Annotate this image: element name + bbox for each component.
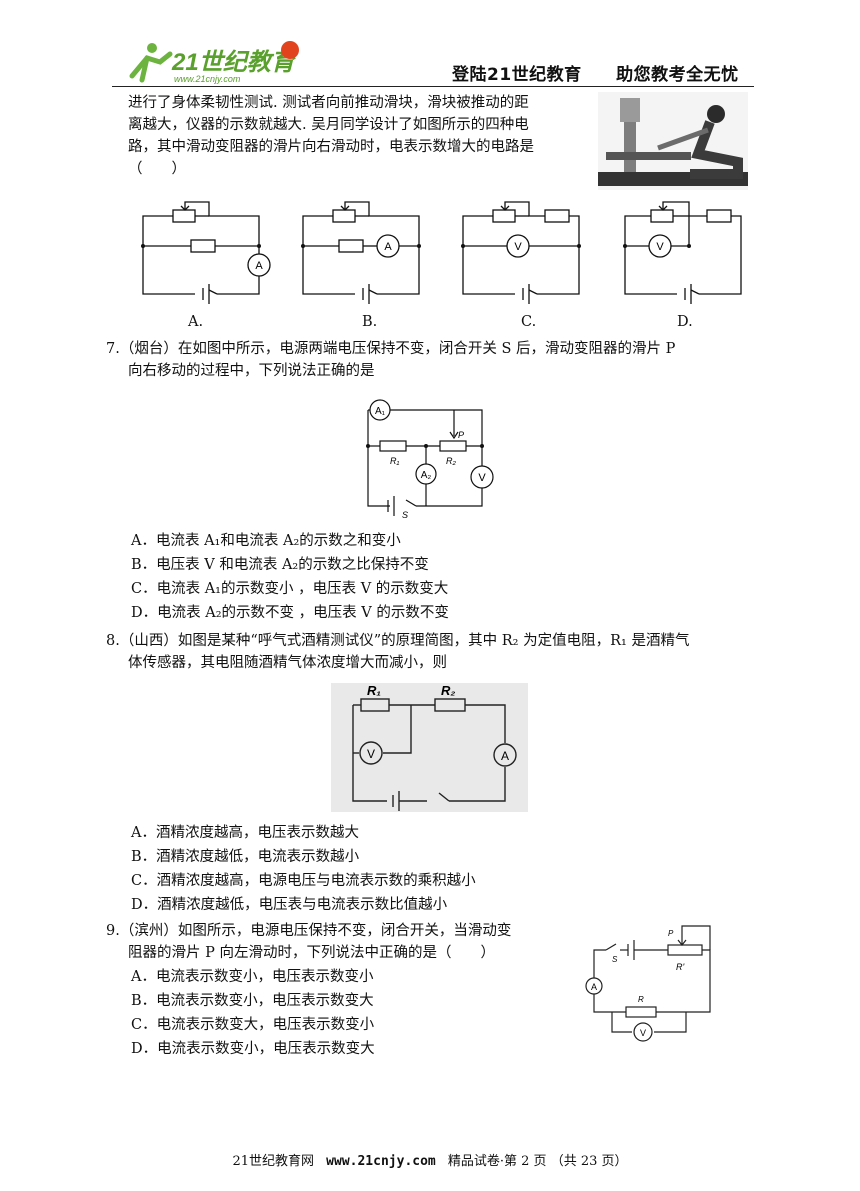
- q9-label-p: P: [668, 929, 674, 938]
- q7-option-a[interactable]: A．电流表 A₁和电流表 A₂的示数之和变小: [131, 533, 401, 549]
- q7-label-s: S: [402, 510, 408, 520]
- circuit-a: [142, 201, 260, 295]
- circuit-b: [302, 201, 420, 304]
- footer-page: 精品试卷·第 2 页 （共 23 页）: [447, 1154, 628, 1169]
- page-footer: 21世纪教育网 www.21cnjy.com 精品试卷·第 2 页 （共 23 …: [0, 1150, 860, 1169]
- q7-stem-1: 7.（烟台）在如图中所示，电源两端电压保持不变，闭合开关 S 后，滑动变阻器的滑…: [106, 341, 676, 357]
- q8-option-d[interactable]: D．酒精浓度越低，电压表与电流表示数比值越小: [131, 897, 448, 913]
- footer-site: 21世纪教育网: [232, 1154, 315, 1169]
- q9-label-s: S: [612, 955, 618, 964]
- circuit-c: [462, 201, 580, 304]
- q7-label-a1: A₁: [375, 406, 386, 417]
- meter-label: V: [656, 241, 664, 253]
- q9-options: A．电流表示数变小，电压表示数变小 B．电流表示数变小，电压表示数变大 C．电流…: [131, 966, 375, 1060]
- q9-stem-2: 阻器的滑片 P 向左滑动时，下列说法中正确的是（ ）: [128, 945, 495, 961]
- q6-line: 离越大，仪器的示数就越大. 吴月同学设计了如图所示的四种电: [128, 117, 529, 133]
- q7-label-v: V: [478, 472, 486, 484]
- slogan-left: 登陆21世纪教育: [452, 65, 582, 85]
- q7-stem-2: 向右移动的过程中，下列说法正确的是: [128, 363, 375, 379]
- q8-label-r1: R₁: [367, 683, 381, 698]
- q6-option-b[interactable]: B.: [362, 314, 378, 330]
- q7-label-r1: R₁: [390, 456, 399, 466]
- q7-label-r2: R₂: [446, 456, 456, 466]
- q8-label-a: A: [501, 749, 509, 763]
- q9-option-a[interactable]: A．电流表示数变小，电压表示数变小: [131, 969, 374, 985]
- header-divider: [112, 86, 754, 87]
- q9-stem-1: 9.（滨州）如图所示，电源电压保持不变，闭合开关，当滑动变: [106, 923, 512, 939]
- circuit-d: [624, 201, 742, 304]
- q9-label-v: V: [640, 1028, 646, 1038]
- slogan-right: 助您教考全无忧: [616, 65, 739, 85]
- q8-label-r2: R₂: [441, 683, 455, 698]
- flexibility-tester-photo: [598, 92, 748, 190]
- logo-url: www.21cnjy.com: [174, 74, 241, 84]
- q9-label-rp: R': [676, 962, 684, 972]
- q9-option-c[interactable]: C．电流表示数变大，电压表示数变小: [131, 1017, 375, 1033]
- site-logo[interactable]: 21世纪教育 www.21cnjy.com: [112, 36, 312, 86]
- footer-url[interactable]: www.21cnjy.com: [326, 1154, 436, 1169]
- apple-icon: [281, 41, 299, 59]
- meter-label: A: [384, 241, 392, 253]
- q6-option-d[interactable]: D.: [677, 314, 693, 330]
- q6-circuits: A A V: [141, 201, 742, 304]
- q9-option-d[interactable]: D．电流表示数变小，电压表示数变大: [131, 1041, 375, 1057]
- q6-option-a[interactable]: A.: [188, 314, 204, 330]
- q9-circuit: A V S P R' R: [585, 925, 711, 1042]
- q9-option-b[interactable]: B．电流表示数变小，电压表示数变大: [131, 993, 374, 1009]
- q7-circuit: A₁ A₂ V P R₁ R₂ S: [366, 399, 494, 520]
- meter-label: A: [255, 260, 263, 272]
- q7-label-p: P: [458, 430, 464, 440]
- q6-option-c[interactable]: C.: [521, 314, 537, 330]
- q8-options: A．酒精浓度越高，电压表示数越大 B．酒精浓度越低，电流表示数越小 C．酒精浓度…: [131, 822, 476, 916]
- q7-label-a2: A₂: [421, 470, 432, 481]
- q9-label-a: A: [591, 982, 597, 992]
- q8-stem-1: 8.（山西）如图是某种“呼气式酒精测试仪”的原理简图，其中 R₂ 为定值电阻，R…: [106, 633, 690, 649]
- q8-option-b[interactable]: B．酒精浓度越低，电流表示数越小: [131, 849, 360, 865]
- meter-label: V: [514, 241, 522, 253]
- q6-stem: 进行了身体柔韧性测试. 测试者向前推动滑块，滑块被推动的距 离越大，仪器的示数就…: [128, 92, 588, 180]
- q8-stem-2: 体传感器，其电阻随酒精气体浓度增大而减小，则: [128, 655, 447, 671]
- runner-icon: [129, 43, 173, 83]
- q8-option-a[interactable]: A．酒精浓度越高，电压表示数越大: [131, 825, 359, 841]
- q9-label-r: R: [638, 995, 644, 1004]
- q6-line: （ ）: [128, 161, 186, 177]
- q7-option-c[interactable]: C．电流表 A₁的示数变小 ，电压表 V 的示数变大: [131, 581, 449, 597]
- q7-options: A．电流表 A₁和电流表 A₂的示数之和变小 B．电压表 V 和电流表 A₂的示…: [131, 530, 449, 624]
- q6-line: 进行了身体柔韧性测试. 测试者向前推动滑块，滑块被推动的距: [128, 95, 529, 111]
- q8-circuit: V A R₁ R₂: [331, 683, 528, 812]
- header-slogan: 登陆21世纪教育 助您教考全无忧: [452, 60, 739, 85]
- q8-label-v: V: [367, 747, 375, 761]
- logo-text: 21世纪教育: [171, 49, 299, 76]
- q6-line: 路，其中滑动变阻器的滑片向右滑动时，电表示数增大的电路是: [128, 139, 534, 155]
- q7-option-d[interactable]: D．电流表 A₂的示数不变 ，电压表 V 的示数不变: [131, 605, 449, 621]
- q7-option-b[interactable]: B．电压表 V 和电流表 A₂的示数之比保持不变: [131, 557, 429, 573]
- q8-option-c[interactable]: C．酒精浓度越高，电源电压与电流表示数的乘积越小: [131, 873, 476, 889]
